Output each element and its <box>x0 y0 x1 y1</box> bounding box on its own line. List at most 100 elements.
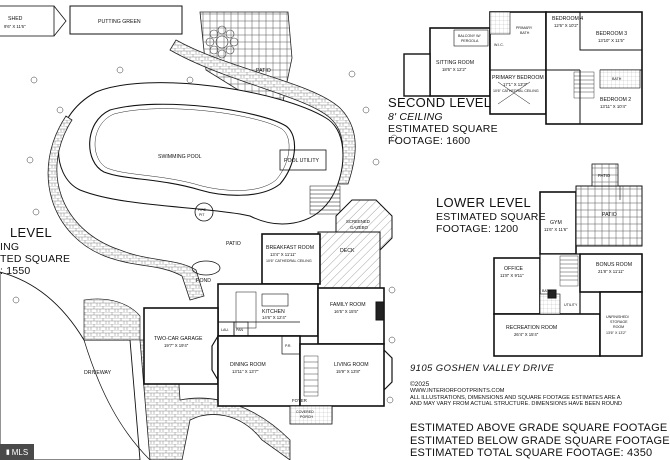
shed-outline <box>0 5 55 37</box>
gym-size: 11'6" X 11'6" <box>544 227 568 232</box>
main-level-ceiling: ING <box>0 240 20 253</box>
website: WWW.INTERIORFOOTPRINTS.COM <box>410 388 505 395</box>
plan-labels: SHED 9'6" X 11'6" PUTTING GREEN PATIO SW… <box>4 16 632 419</box>
living-room-label: LIVING ROOM <box>334 362 369 368</box>
bedroom2-size: 13'11" X 10'4" <box>600 104 627 109</box>
main-level-plan <box>143 233 393 425</box>
family-room-label: FAMILY ROOM <box>330 302 366 308</box>
balcony-label-2: PERGOLA <box>461 39 479 43</box>
gazebo-label: SCREENED <box>346 219 370 224</box>
second-level-plan <box>403 11 643 125</box>
second-level-title: SECOND LEVEL <box>388 95 492 110</box>
kitchen-label: KITCHEN <box>262 309 285 315</box>
lower-bath-label: BATH <box>542 289 552 293</box>
bedroom4-size: 12'6" X 10'2" <box>554 23 579 28</box>
pool-utility <box>279 149 327 171</box>
garden-wall <box>47 115 205 301</box>
lower-patio-top-label: PATIO <box>598 173 611 178</box>
property-address: 9105 GOSHEN VALLEY DRIVE <box>410 363 555 374</box>
disclaimer-line-1: ALL ILLUSTRATIONS, DIMENSIONS AND SQUARE… <box>410 394 621 401</box>
main-level-info: LEVEL ING TED SQUARE : 1550 <box>0 225 70 278</box>
putting-green-label: PUTTING GREEN <box>98 19 141 25</box>
unfinished-room-size: 13'6" X 13'2" <box>606 331 627 335</box>
swimming-pool <box>89 103 296 196</box>
bedroom3-label: BEDROOM 3 <box>596 31 627 37</box>
laundry-label: LAU. <box>221 328 229 332</box>
pond <box>191 260 221 276</box>
living-room-size: 15'9" X 13'8" <box>336 369 361 374</box>
family-room-size: 16'5" X 15'5" <box>334 309 359 314</box>
wic-label: W.I.C. <box>494 43 504 47</box>
sitting-room-label: SITTING ROOM <box>436 60 474 66</box>
primary-bath-label: PRIMARY <box>516 26 533 30</box>
foyer-label: FOYER <box>292 398 307 403</box>
mls-logo-icon: ▮ <box>5 449 10 456</box>
disclaimer-line-2: AND MAY VARY FROM ACTUAL STRUCTURE. DIME… <box>410 401 623 408</box>
main-level-footage: : 1550 <box>0 265 31 278</box>
gazebo-label-2: GAZEBO <box>350 225 369 230</box>
lower-level-plan <box>493 163 643 357</box>
gym-label: GYM <box>550 220 562 226</box>
porch-label: COVERED <box>296 410 314 414</box>
pond-label: POND <box>196 278 211 284</box>
driveway-label: DRIVEWAY <box>84 370 112 376</box>
balcony-label: BALCONY W/ <box>458 34 481 38</box>
mls-badge-text: MLS <box>11 447 29 457</box>
breakfast-room-note: 10'6" CATHEDRAL CEILING <box>266 259 312 263</box>
driveway <box>0 271 141 460</box>
second-level-estimated: ESTIMATED SQUARE <box>388 123 498 135</box>
total-square-footage: ESTIMATED TOTAL SQUARE FOOTAGE: 4350 <box>410 447 653 460</box>
sitting-room-size: 18'6" X 12'2" <box>442 67 467 72</box>
lower-level-info: LOWER LEVEL ESTIMATED SQUARE FOOTAGE: 12… <box>436 195 546 235</box>
stone-walkway <box>169 39 356 185</box>
breakfast-room-size: 13'4" X 11'11" <box>270 252 297 257</box>
primary-bedroom-size: 17'1" X 13'3" <box>503 82 528 87</box>
square-footage-totals: ESTIMATED ABOVE GRADE SQUARE FOOTAGE EST… <box>410 422 670 460</box>
fire-pit-label-2: PIT <box>199 213 205 217</box>
dining-room-size: 13'11" X 13'7" <box>232 369 259 374</box>
mls-badge: ▮ MLS <box>0 444 34 460</box>
unfinished-room-label-3: ROOM <box>613 325 624 329</box>
unfinished-room-label: UNFINISHED/ <box>606 315 629 319</box>
second-bath-label: BATH <box>612 77 622 81</box>
bedroom4-label: BEDROOM 4 <box>552 16 583 22</box>
porch-label-2: PORCH <box>300 415 313 419</box>
pool-utility-label: POOL UTILITY <box>284 158 320 164</box>
half-bath-label: P.R. <box>285 344 292 348</box>
shed-size: 9'6" X 11'6" <box>4 24 26 29</box>
fire-pit-label: FIRE <box>198 208 207 212</box>
property-info: 9105 GOSHEN VALLEY DRIVE ©2025 WWW.INTER… <box>410 363 623 408</box>
below-grade-total: ESTIMATED BELOW GRADE SQUARE FOOTAGE <box>410 434 670 447</box>
putting-green <box>69 5 183 35</box>
main-level-title: LEVEL <box>10 225 52 240</box>
office-size: 11'8" X 9'11" <box>500 273 524 278</box>
primary-bath-label-2: BATH <box>520 31 530 35</box>
upper-patio-label: PATIO <box>256 68 271 74</box>
kitchen-size: 14'6" X 12'4" <box>262 315 287 320</box>
above-grade-total: ESTIMATED ABOVE GRADE SQUARE FOOTAGE <box>410 422 668 434</box>
lower-level-title: LOWER LEVEL <box>436 195 532 210</box>
deck-label: DECK <box>340 248 355 254</box>
utility-label: UTILITY <box>564 303 578 307</box>
mid-patio-label: PATIO <box>226 241 241 247</box>
copyright: ©2025 <box>410 380 430 388</box>
dining-room-label: DINING ROOM <box>230 362 266 368</box>
lower-patio-label: PATIO <box>602 212 617 218</box>
second-level-footage: FOOTAGE: 1600 <box>388 135 471 148</box>
fire-pit <box>194 202 214 222</box>
floor-plan-drawing: SHED 9'6" X 11'6" PUTTING GREEN PATIO SW… <box>0 5 643 460</box>
garage-label: TWO-CAR GARAGE <box>154 336 203 342</box>
lower-level-footage: FOOTAGE: 1200 <box>436 223 519 235</box>
primary-bedroom-note: 10'6" CATHEDRAL CEILING <box>493 89 539 93</box>
lower-level-estimated: ESTIMATED SQUARE <box>436 210 546 223</box>
bonus-room-size: 21'8" X 11'11" <box>598 269 625 274</box>
pantry-label: PAN <box>236 328 244 332</box>
shed-label: SHED <box>8 16 23 22</box>
second-level-info: SECOND LEVEL 8' CEILING ESTIMATED SQUARE… <box>388 95 498 148</box>
garage-size: 19'7" X 19'4" <box>164 343 189 348</box>
bedroom2-label: BEDROOM 2 <box>600 97 631 103</box>
breakfast-room-label: BREAKFAST ROOM <box>266 245 314 251</box>
bedroom3-size: 13'10" X 11'5" <box>598 38 625 43</box>
deck <box>317 231 381 289</box>
recreation-room-label: RECREATION ROOM <box>506 325 557 331</box>
